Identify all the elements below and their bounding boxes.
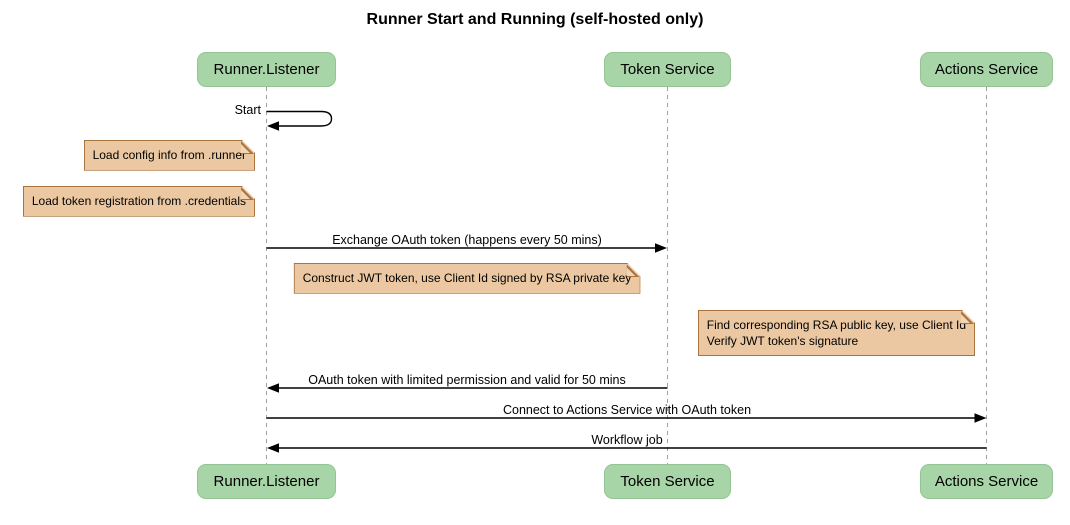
- note-text-line2: Verify JWT token's signature: [706, 333, 859, 348]
- note-text-line1: Find corresponding RSA public key, use C…: [706, 318, 966, 332]
- participant-bottom-runner-listener: Runner.Listener: [197, 464, 336, 499]
- note-construct-jwt: Construct JWT token, use Client Id signe…: [294, 263, 641, 294]
- self-message-loop-start: [266, 110, 333, 127]
- note-fold-icon: [241, 141, 254, 154]
- note-text: Load config info from .runner: [92, 148, 246, 162]
- participant-top-runner-listener: Runner.Listener: [197, 52, 336, 87]
- message-label-exchange: Exchange OAuth token (happens every 50 m…: [332, 233, 602, 247]
- diagram-title: Runner Start and Running (self-hosted on…: [366, 11, 704, 28]
- participant-label: Runner.Listener: [213, 61, 320, 78]
- note-fold-icon: [961, 311, 974, 324]
- message-label-workflow: Workflow job: [591, 433, 663, 447]
- arrowhead-start: [267, 121, 279, 131]
- message-label-start: Start: [234, 103, 261, 117]
- message-label-connect: Connect to Actions Service with OAuth to…: [502, 403, 752, 417]
- participant-label: Actions Service: [934, 473, 1039, 490]
- participant-label: Token Service: [620, 61, 715, 78]
- participant-label: Runner.Listener: [213, 473, 320, 490]
- participant-top-token-service: Token Service: [604, 52, 731, 87]
- participant-top-actions-service: Actions Service: [920, 52, 1053, 87]
- message-label-oauth-return: OAuth token with limited permission and …: [308, 373, 626, 387]
- note-fold-icon: [241, 187, 254, 200]
- note-text: Construct JWT token, use Client Id signe…: [302, 271, 632, 285]
- note-load-config: Load config info from .runner: [84, 140, 255, 171]
- participant-label: Actions Service: [934, 61, 1039, 78]
- participant-bottom-token-service: Token Service: [604, 464, 731, 499]
- participant-label: Token Service: [620, 473, 715, 490]
- note-verify-jwt: Find corresponding RSA public key, use C…: [698, 310, 975, 356]
- participant-bottom-actions-service: Actions Service: [920, 464, 1053, 499]
- note-fold-icon: [626, 264, 639, 277]
- note-load-token-registration: Load token registration from .credential…: [23, 186, 255, 217]
- note-text: Load token registration from .credential…: [31, 194, 246, 208]
